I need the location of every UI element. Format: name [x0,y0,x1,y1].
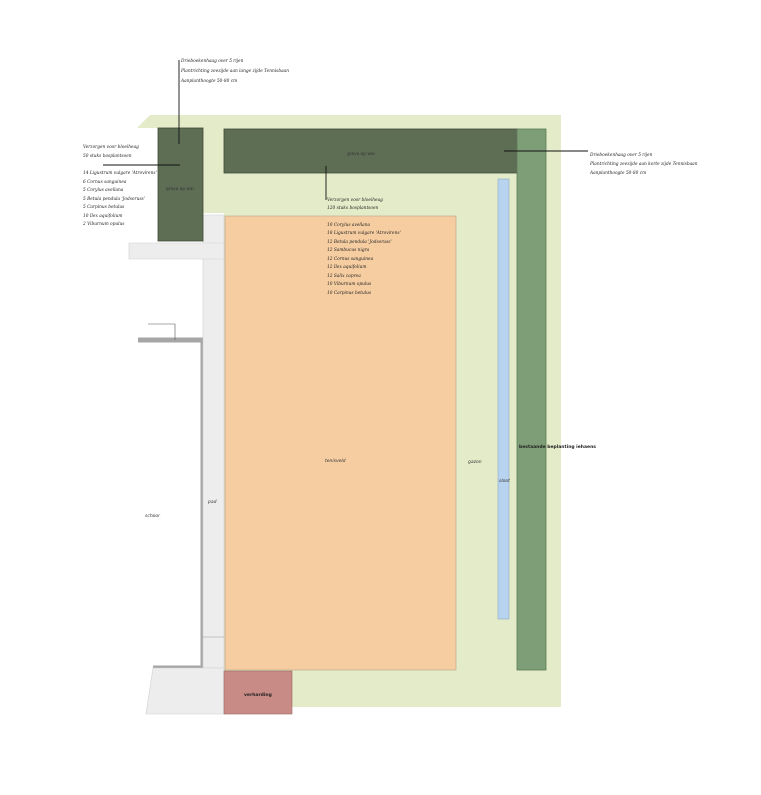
note-left-item: 5 Betula pendula 'Jodsoruss' [83,197,145,202]
label-gravel-left: grava op wal [166,186,194,192]
note-top-line-1: Drieboekenhaag over 5 rijen [180,59,244,64]
note-center-header-1: Verzorgen voor bloeiheag [327,198,383,203]
entrance-area [128,242,225,260]
note-center-item: 12 Sambucus nigra [327,248,370,253]
note-center-item: 10 Carpinus betulus [327,291,372,296]
note-right-line-3: Aanplanthoogte 50-80 cm [589,171,646,176]
note-left-item: 10 Ilex aquifolium [83,214,122,219]
path-area [202,214,225,669]
label-path: pad [207,499,217,505]
note-left-header-1: Verzorgen voor bloeiheag [83,145,139,150]
school-wall [138,337,206,671]
label-gravel-top: grava op wal [347,151,375,157]
note-center-item: 18 Ligustrum vulgare 'Atrovirens' [327,231,401,236]
hedge-top [223,128,519,174]
note-center-item: 12 Cornus sanguinea [327,257,374,262]
label-parking: verharding [244,692,272,698]
note-top-line-2: Plantrichting zeezijde aan lange zijde T… [180,69,289,74]
note-left-item: 2 Viburnum opulus [82,222,125,227]
hedge-left [157,127,204,242]
note-left-item: 5 Carpinus betulus [83,205,125,210]
note-left-item: 6 Cornus sanguinea [83,180,127,185]
note-center-item: 10 Viburnum opulus [327,282,372,287]
bottom-path [145,667,225,715]
note-center-item: 12 Ilex aquifolium [327,265,366,270]
label-tennis: tenisveld [325,458,346,464]
note-left-header-2: 50 stuks bosplantsoen [83,154,132,159]
hedge-existing [516,128,547,671]
label-ditch: sloot [499,478,510,484]
tennis-court [224,215,457,671]
note-center-item: 12 Betula pendula 'Jodsoruss' [327,240,392,245]
note-left-item: 14 Ligustrum vulgare 'Atrovirens' [83,171,157,176]
path-divider [148,323,176,340]
label-lawn: gazon [468,460,482,465]
label-school: schoor [145,513,161,519]
parking-area [223,670,293,715]
note-right-line-1: Drieboekenhaag over 5 rijen [589,153,653,158]
note-center-header-2: 120 stuks bosplantsoen [327,206,378,211]
note-left-item: 5 Corylus avellana [83,188,124,193]
ditch [497,178,510,620]
note-center-item: 10 Corylus avellana [327,223,371,228]
note-top-line-3: Aanplanthoogte 50-80 cm [180,79,237,84]
label-existing-hedge: bestaande beplanting iehaens [519,444,596,450]
note-right-line-2: Plantrichting zeezijde aan korte zijde T… [589,162,698,167]
note-center-item: 12 Salix caprea [327,274,361,279]
